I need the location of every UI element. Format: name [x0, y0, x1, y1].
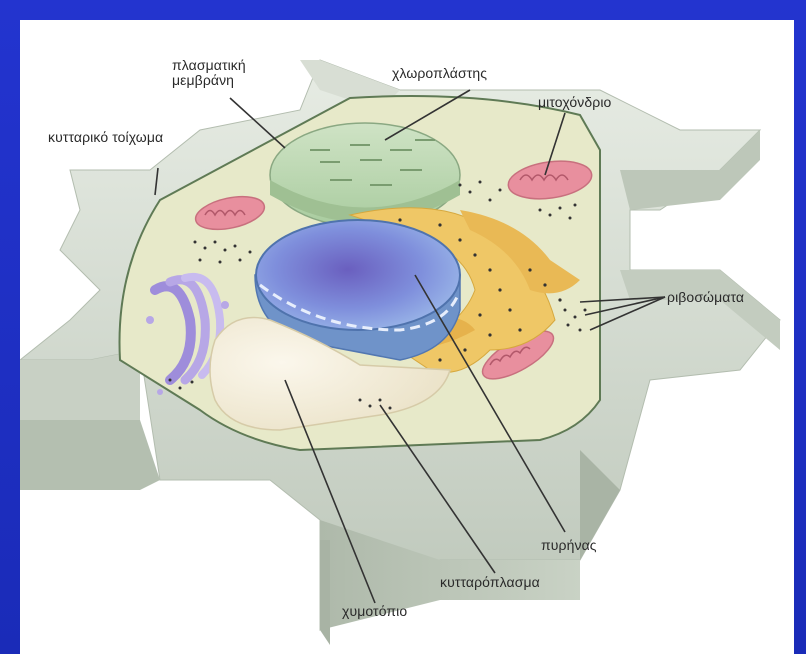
label-nucleus: πυρήνας [541, 538, 597, 553]
label-vacuole: χυμοτόπιο [342, 604, 407, 619]
plant-cell-diagram [20, 20, 794, 654]
label-plasma-membrane-2: μεμβράνη [172, 73, 234, 88]
diagram-panel: πλασματική μεμβράνη χλωροπλάστης μιτοχόν… [20, 20, 794, 654]
label-mitochondrion: μιτοχόνδριο [538, 95, 611, 110]
label-ribosomes: ριβοσώματα [667, 290, 744, 305]
label-cell-wall: κυτταρικό τοίχωμα [48, 130, 163, 145]
label-cytoplasm: κυτταρόπλασμα [440, 575, 540, 590]
label-plasma-membrane-1: πλασματική [172, 58, 246, 73]
label-chloroplast: χλωροπλάστης [392, 66, 487, 81]
